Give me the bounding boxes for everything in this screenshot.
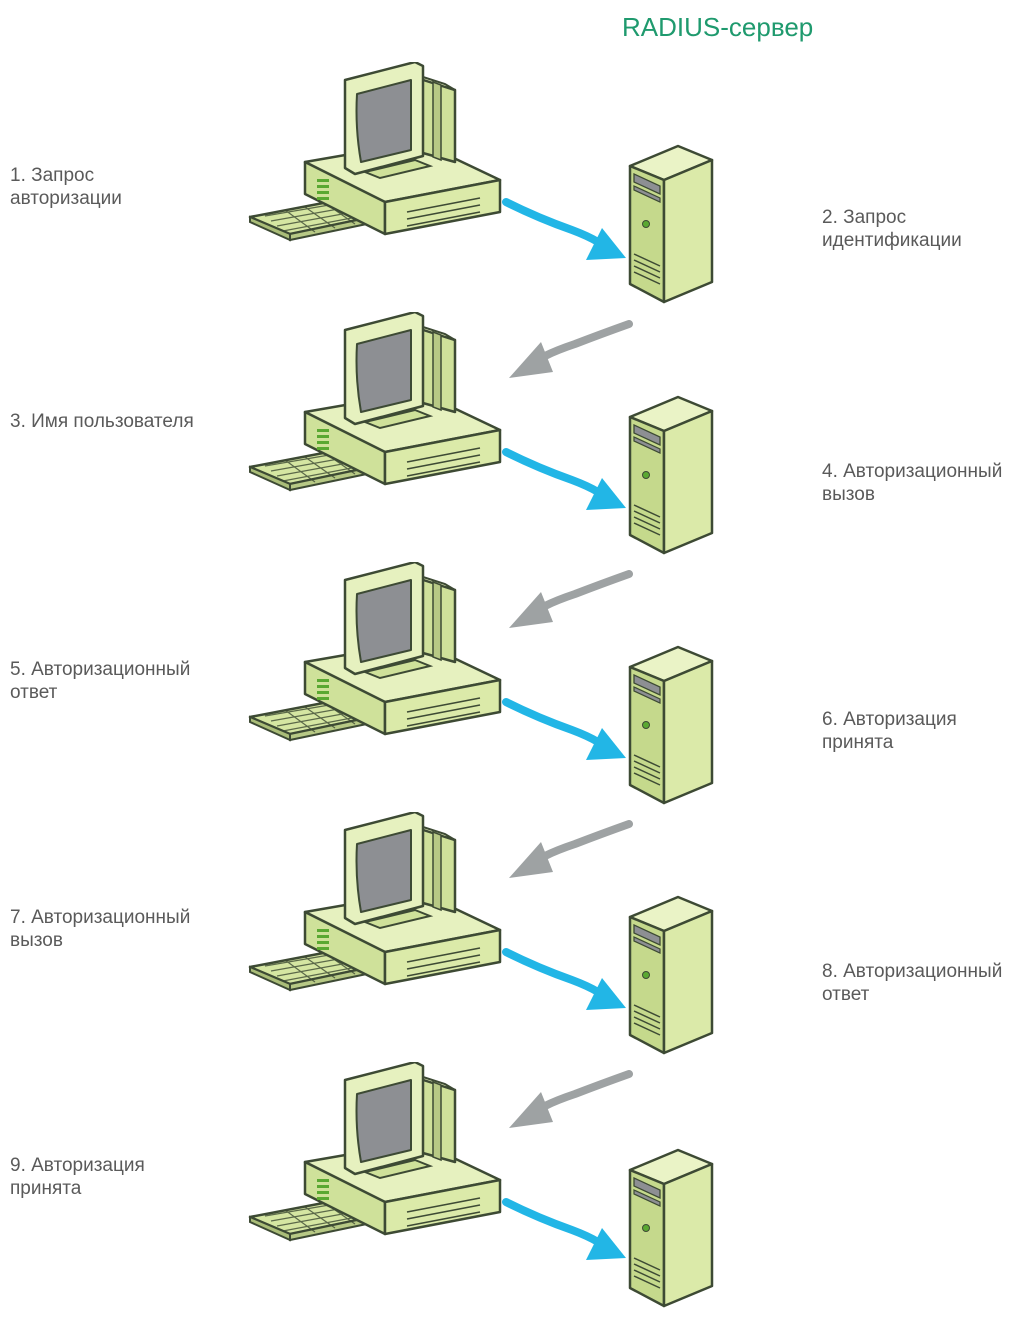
- client-step-label-7: 7. Авторизационный вызов: [10, 906, 190, 952]
- label-line: авторизации: [10, 188, 122, 209]
- response-arrow-2-icon: [509, 574, 629, 628]
- request-arrow-1-icon: [506, 202, 626, 260]
- client-computer-4-icon: [248, 812, 502, 992]
- label-line: идентификации: [822, 230, 962, 251]
- response-arrow-3-icon: [509, 824, 629, 878]
- server-title: RADIUS-сервер: [622, 12, 814, 42]
- label-line: 6. Авторизация: [822, 709, 957, 730]
- client-computer-2-icon: [248, 312, 502, 492]
- server-step-label-2: 2. Запрос идентификации: [822, 206, 962, 252]
- radius-server-2-icon: [628, 395, 714, 555]
- server-step-label-6: 6. Авторизация принята: [822, 708, 957, 754]
- request-arrow-2-icon: [506, 452, 626, 510]
- label-line: 3. Имя пользователя: [10, 411, 194, 432]
- radius-server-1-icon: [628, 144, 714, 304]
- client-step-label-1: 1. Запрос авторизации: [10, 164, 122, 210]
- client-computer-1-icon: [248, 62, 502, 242]
- label-line: 1. Запрос: [10, 165, 95, 186]
- label-line: 5. Авторизационный: [10, 659, 191, 680]
- server-step-label-4: 4. Авторизационный вызов: [822, 460, 1002, 506]
- response-arrow-4-icon: [509, 1074, 629, 1128]
- client-computer-3-icon: [248, 562, 502, 742]
- client-step-label-3: 3. Имя пользователя: [10, 410, 194, 433]
- label-line: принята: [822, 732, 894, 753]
- label-line: 4. Авторизационный: [822, 461, 1003, 482]
- radius-server-5-icon: [628, 1148, 714, 1308]
- request-arrow-3-icon: [506, 702, 626, 760]
- response-arrow-1-icon: [509, 324, 629, 378]
- label-line: 7. Авторизационный: [10, 907, 191, 928]
- label-line: ответ: [822, 984, 870, 1005]
- client-step-label-9: 9. Авторизация принята: [10, 1154, 145, 1200]
- radius-server-3-icon: [628, 645, 714, 805]
- label-line: принята: [10, 1178, 82, 1199]
- label-line: вызов: [10, 930, 63, 951]
- client-computer-5-icon: [248, 1062, 502, 1242]
- label-line: 8. Авторизационный: [822, 961, 1003, 982]
- label-line: ответ: [10, 682, 58, 703]
- label-line: 2. Запрос: [822, 207, 907, 228]
- radius-server-4-icon: [628, 895, 714, 1055]
- server-step-label-8: 8. Авторизационный ответ: [822, 960, 1002, 1006]
- label-line: вызов: [822, 484, 875, 505]
- request-arrow-4-icon: [506, 952, 626, 1010]
- label-line: 9. Авторизация: [10, 1155, 145, 1176]
- client-step-label-5: 5. Авторизационный ответ: [10, 658, 190, 704]
- request-arrow-5-icon: [506, 1202, 626, 1260]
